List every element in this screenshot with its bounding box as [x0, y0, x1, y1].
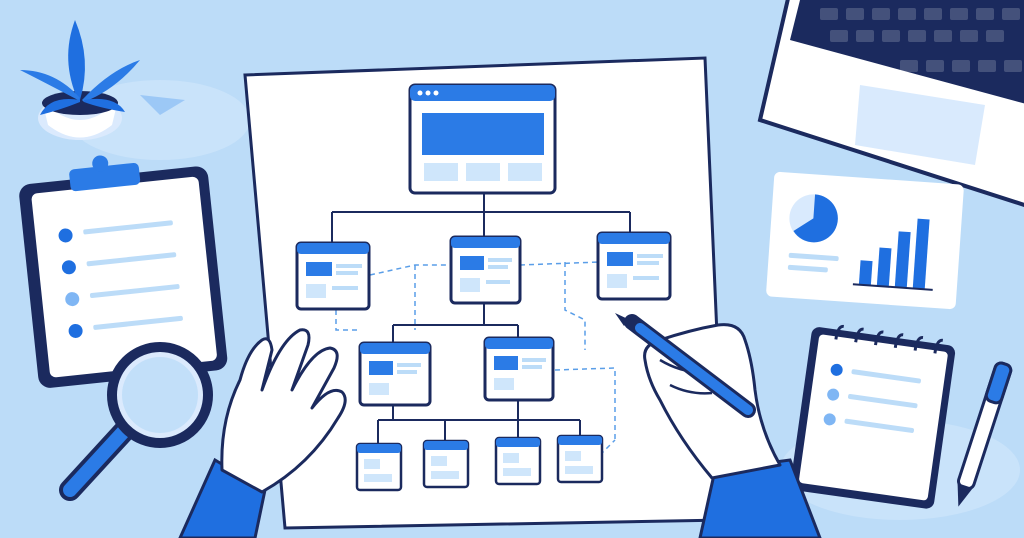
- analytics-bar: [858, 260, 873, 286]
- sitemap-page: [494, 436, 542, 486]
- clipboard-checklist-icon: [19, 155, 228, 388]
- right-hand-icon: [615, 313, 822, 538]
- sitemap-page: [556, 434, 604, 484]
- left-hand-icon: [178, 328, 347, 538]
- spiral-notepad-icon: [790, 324, 956, 509]
- sitemap-page: [449, 235, 522, 305]
- magnifying-glass-icon: [59, 342, 213, 501]
- sitemap-page: [295, 241, 371, 311]
- drawing-pen-icon: [615, 313, 756, 418]
- pen-icon: [957, 361, 1013, 507]
- analytics-card-icon: [766, 171, 964, 310]
- sitemap-page: [596, 231, 672, 301]
- laptop-icon: [757, 0, 1024, 207]
- sitemap-page: [358, 341, 432, 407]
- analytics-bar: [894, 231, 911, 289]
- sitemap-root-page: [408, 83, 557, 195]
- potted-plant-icon: [20, 20, 185, 140]
- sitemap-page: [355, 442, 403, 492]
- analytics-bar: [912, 218, 930, 290]
- sitemap-page: [422, 439, 470, 489]
- sitemap-diagram-icon: [243, 56, 727, 530]
- analytics-bar: [876, 247, 892, 287]
- sitemap-page: [483, 336, 555, 402]
